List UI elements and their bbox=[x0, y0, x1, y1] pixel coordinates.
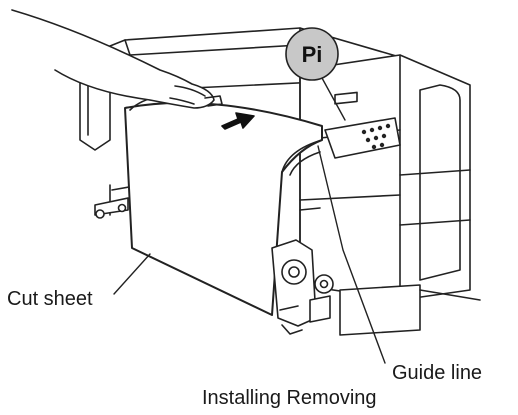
installing-removing-caption: Installing Removing bbox=[202, 388, 377, 408]
pi-badge-icon: Pi bbox=[286, 28, 338, 80]
guide-line-label: Guide line bbox=[392, 363, 482, 383]
pi-badge-text: Pi bbox=[302, 42, 323, 67]
cut-sheet-label: Cut sheet bbox=[7, 289, 93, 309]
